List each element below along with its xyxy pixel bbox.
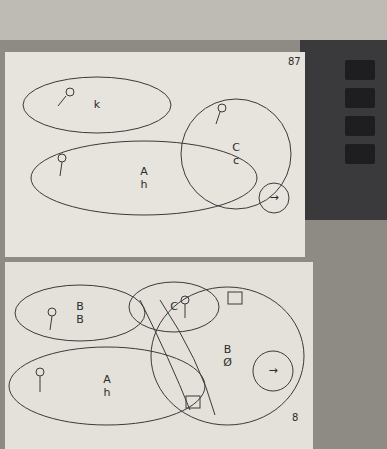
text-group: Ah xyxy=(140,165,148,191)
ellipse-region: k xyxy=(22,76,172,134)
node-letter: B xyxy=(76,313,84,326)
paper-top xyxy=(0,0,387,40)
node-letter: B xyxy=(224,343,232,356)
node-letter: Ø xyxy=(223,356,232,369)
outline-ellipse xyxy=(151,287,304,425)
node-letter: c xyxy=(233,154,239,167)
text-group: Cc xyxy=(232,141,240,167)
text-group: BB xyxy=(76,300,84,326)
outline-ellipse xyxy=(23,77,171,133)
text-group: BØ xyxy=(223,343,232,369)
text-group: → xyxy=(268,364,277,377)
outline-ellipse xyxy=(31,141,257,215)
outline-ellipse xyxy=(9,347,205,425)
node-letter: C xyxy=(170,300,178,313)
node-letter: k xyxy=(94,98,100,111)
circle-region: → xyxy=(252,350,294,392)
outline-ellipse xyxy=(259,183,289,213)
paper-sheet xyxy=(5,262,313,449)
paper-sheet xyxy=(5,52,305,257)
node-letter: h xyxy=(104,386,111,399)
node-letter: C xyxy=(232,141,240,154)
page-note: 8 xyxy=(292,412,298,423)
node-letter: A xyxy=(140,165,148,178)
laptop xyxy=(300,40,387,220)
outline-ellipse xyxy=(253,351,293,391)
page-note: 87 xyxy=(288,56,301,67)
ellipse-region: Ah xyxy=(8,346,206,426)
ellipse-region: C xyxy=(128,281,220,333)
text-group: C xyxy=(170,300,178,313)
lollipop-symbols xyxy=(36,88,242,415)
node-letter: → xyxy=(268,364,277,377)
outline-ellipse xyxy=(181,99,291,209)
laptop-keys xyxy=(345,60,375,164)
text-group: k xyxy=(94,98,100,111)
node-letter: A xyxy=(103,373,111,386)
node-letter: h xyxy=(141,178,148,191)
text-group: Ah xyxy=(103,373,111,399)
node-letter: B xyxy=(76,300,84,313)
node-letter: → xyxy=(269,191,278,204)
text-group: → xyxy=(269,191,278,204)
circle-region: → xyxy=(258,182,290,214)
outline-ellipse xyxy=(15,285,145,341)
ellipse-region: BB xyxy=(14,284,146,342)
ellipse-region: Ah xyxy=(30,140,258,216)
